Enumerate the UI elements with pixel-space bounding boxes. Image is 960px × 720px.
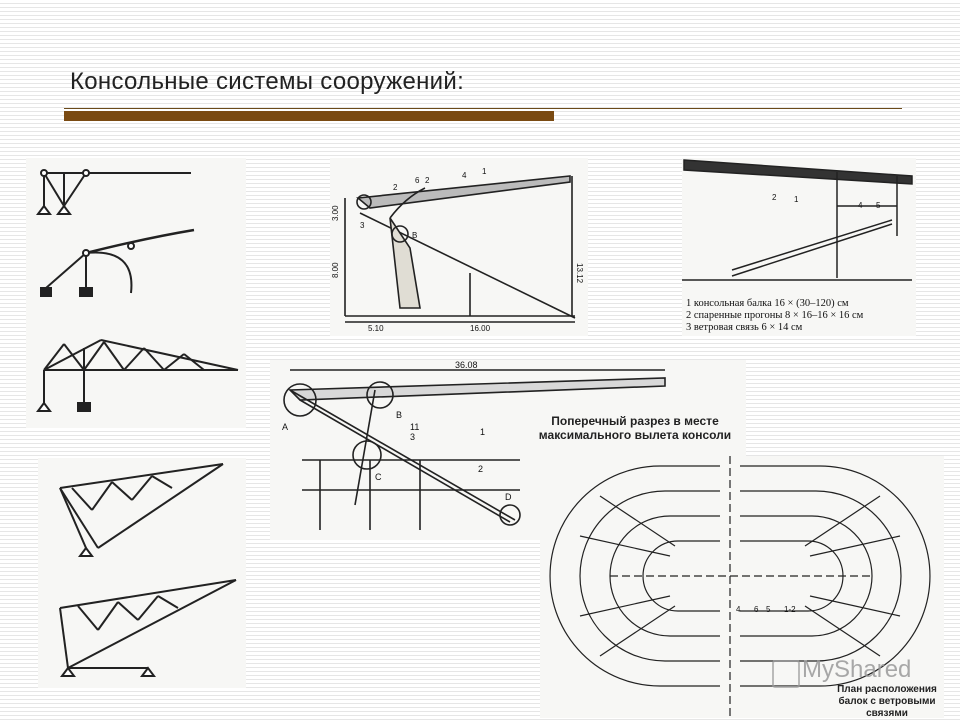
mark-2: 2 xyxy=(772,193,777,202)
dim-16-00: 16.00 xyxy=(470,324,491,333)
mark-1: 1 xyxy=(482,167,487,176)
stand-section-drawing: 3.00 8.00 13.12 5.10 16.00 1 2 3 4 6 2 B xyxy=(331,167,584,333)
cantilever-schemes-drawing-2 xyxy=(59,463,237,677)
mark-11: 11 xyxy=(410,422,419,432)
mark-3: 3 xyxy=(360,221,365,230)
plan-caption-line-2: балок с ветровыми связями xyxy=(838,696,936,718)
cantilever-schemes-panel-2 xyxy=(38,458,246,688)
dim-8-00: 8.00 xyxy=(331,262,340,278)
mark-2b: 2 xyxy=(425,176,430,185)
title-thin-rule xyxy=(64,108,902,109)
mark-6: 6 xyxy=(754,605,759,614)
mark-1-2: 1-2 xyxy=(784,605,796,614)
mark-b: B xyxy=(396,410,402,420)
mark-6: 6 xyxy=(415,176,420,185)
legend-item-1: 1 консольная балка 16 × (30–120) см xyxy=(686,298,849,309)
mark-2: 2 xyxy=(478,464,483,474)
watermark: MyShared xyxy=(802,656,912,683)
title-thick-rule xyxy=(64,111,554,121)
dim-5-10: 5.10 xyxy=(368,324,384,333)
mark-1: 1 xyxy=(794,195,799,204)
plan-caption-line-1: План расположения xyxy=(837,684,937,695)
caption-line-2: максимального вылета консоли xyxy=(538,428,732,442)
mark-d: D xyxy=(505,492,512,502)
cross-section-caption: Поперечный разрез в месте максимального … xyxy=(525,414,745,442)
slide-title: Консольные системы сооружений: xyxy=(70,68,465,95)
legend: 1 консольная балка 16 × (30–120) см 2 сп… xyxy=(686,298,863,334)
oval-plan-panel: 4 6 5 1-2 План расположения балок с ветр… xyxy=(540,456,944,718)
mark-5: 5 xyxy=(876,201,881,210)
dim-3-00: 3.00 xyxy=(331,205,340,221)
legend-item-2: 2 спаренные прогоны 8 × 16–16 × 16 см xyxy=(686,310,864,321)
mark-b: B xyxy=(412,231,417,240)
watermark-icon xyxy=(772,660,800,688)
stand-legend-panel: 2 1 4 5 1 консольная балка 16 × (30–120)… xyxy=(682,158,916,336)
mark-5: 5 xyxy=(766,605,771,614)
mark-2: 2 xyxy=(393,183,398,192)
mark-c: C xyxy=(375,472,382,482)
stand-elevation-drawing: 2 1 4 5 xyxy=(682,159,913,281)
mark-4: 4 xyxy=(462,171,467,180)
mark-4: 4 xyxy=(736,605,741,614)
oval-plan-drawing: 4 6 5 1-2 xyxy=(549,456,931,718)
stand-section-panel: 3.00 8.00 13.12 5.10 16.00 1 2 3 4 6 2 B xyxy=(330,158,588,336)
mark-1: 1 xyxy=(480,427,485,437)
dim-36-08: 36.08 xyxy=(455,360,478,370)
legend-item-3: 3 ветровая связь 6 × 14 см xyxy=(686,322,803,333)
caption-line-1: Поперечный разрез в месте xyxy=(551,414,719,428)
cantilever-schemes-drawing xyxy=(36,169,239,412)
cross-section-drawing: 36.08 A B C D 11 3 1 2 xyxy=(282,360,666,530)
mark-3: 3 xyxy=(410,432,415,442)
dim-13-12: 13.12 xyxy=(575,263,584,284)
mark-a: A xyxy=(282,422,288,432)
mark-4: 4 xyxy=(858,201,863,210)
cantilever-schemes-panel xyxy=(26,158,246,428)
plan-caption: План расположения балок с ветровыми связ… xyxy=(830,684,944,718)
